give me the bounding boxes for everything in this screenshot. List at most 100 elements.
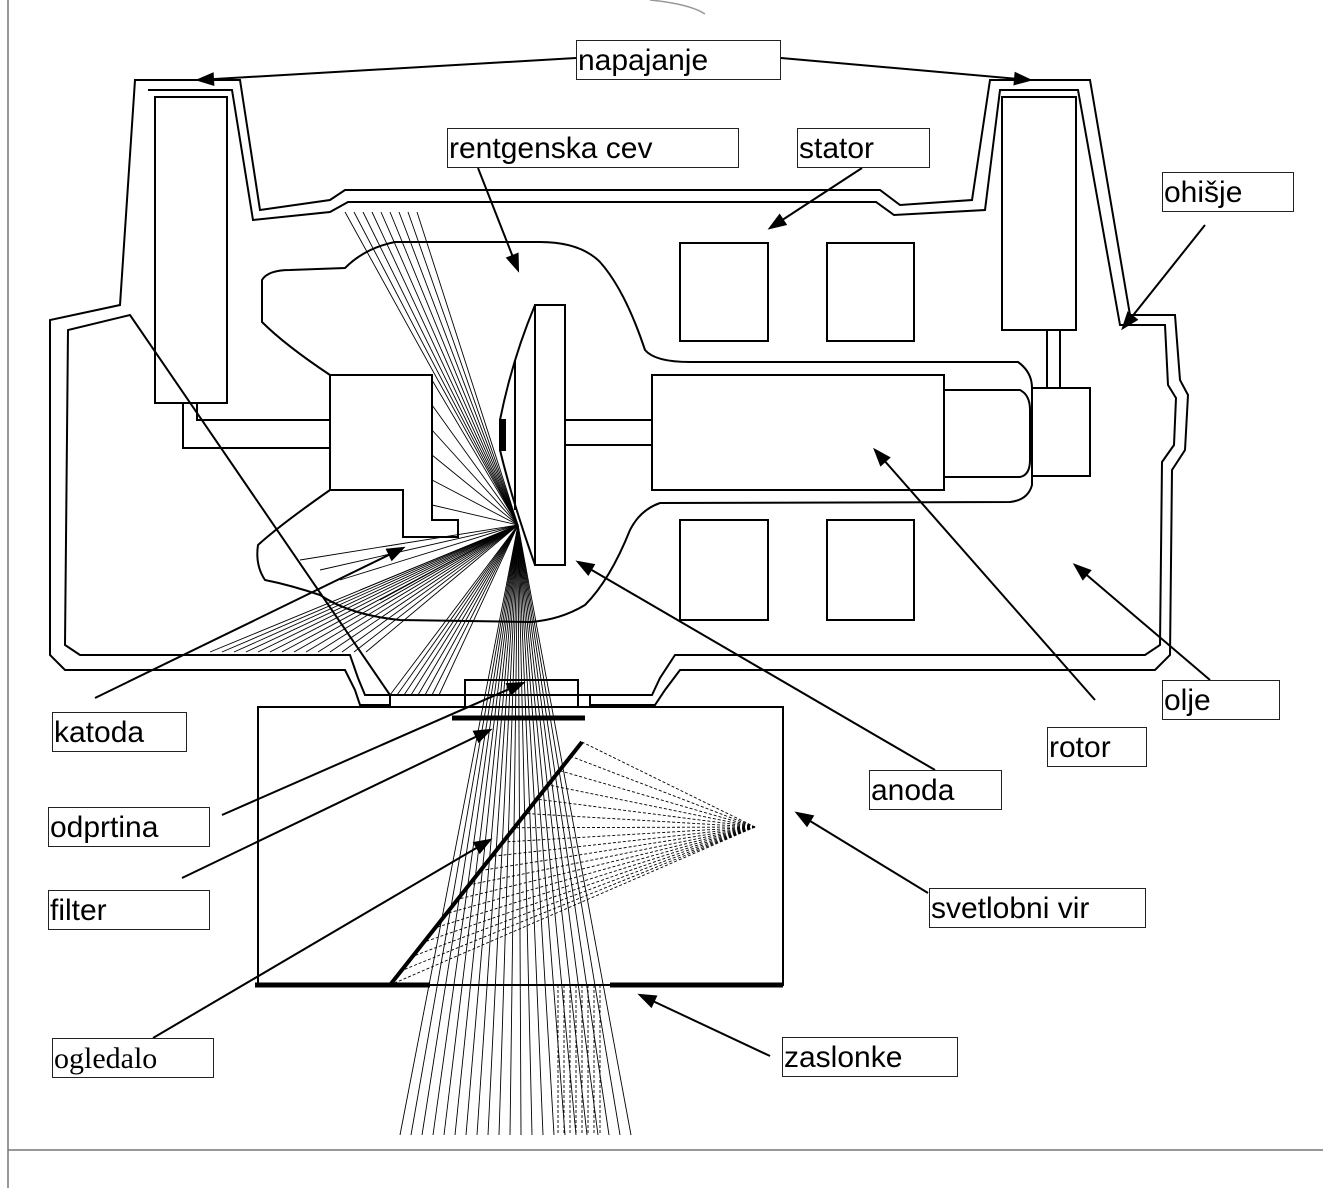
leader-napajanje-right bbox=[780, 57, 1031, 81]
ray-line bbox=[443, 524, 519, 1136]
ray-line bbox=[465, 524, 519, 1136]
housing-inner-wall bbox=[63, 89, 1178, 696]
ray-line bbox=[410, 524, 519, 696]
ray-line bbox=[517, 524, 555, 1136]
ray-line bbox=[396, 524, 519, 696]
leader-olje-head bbox=[1072, 563, 1092, 581]
label-napajanje: napajanje bbox=[576, 40, 781, 80]
ray-line bbox=[407, 211, 519, 526]
ray-line bbox=[233, 524, 519, 653]
cathode-block bbox=[329, 374, 459, 538]
light-ray-line bbox=[446, 826, 756, 914]
light-ray-line bbox=[570, 755, 756, 828]
leader-odprtina bbox=[221, 682, 524, 816]
leader-katoda-head bbox=[385, 546, 406, 562]
ray-line bbox=[353, 211, 519, 526]
ray-line bbox=[344, 211, 519, 526]
label-svetlobni-vir: svetlobni vir bbox=[929, 888, 1146, 928]
ray-line bbox=[329, 524, 519, 653]
leader-filter bbox=[181, 729, 491, 879]
xray-beam bbox=[389, 524, 632, 1136]
light-ray-line bbox=[559, 770, 756, 828]
leader-rotor bbox=[874, 449, 1096, 701]
cathode-connector bbox=[182, 403, 330, 449]
ray-line bbox=[517, 524, 632, 1136]
ray-line bbox=[389, 524, 519, 696]
page-curl bbox=[649, 0, 706, 15]
ray-line bbox=[221, 524, 519, 653]
light-ray-line bbox=[457, 826, 756, 900]
leader-odprtina-head bbox=[505, 681, 526, 696]
ray-line bbox=[371, 211, 519, 526]
ray-line bbox=[517, 524, 599, 1136]
ray-line bbox=[431, 504, 519, 526]
ray-line bbox=[379, 524, 519, 601]
anode-disc-body bbox=[534, 304, 566, 566]
light-ray-line bbox=[435, 826, 756, 929]
ray-line bbox=[416, 211, 519, 526]
light-ray-line bbox=[480, 826, 756, 872]
light-ray-line bbox=[412, 826, 756, 957]
ray-line bbox=[389, 211, 519, 526]
ray-line bbox=[403, 524, 519, 696]
leader-ogledalo-head bbox=[472, 838, 493, 855]
ray-line bbox=[498, 524, 519, 1136]
ray-line bbox=[517, 524, 577, 1136]
ray-line bbox=[305, 524, 519, 653]
ray-line bbox=[319, 524, 519, 571]
ray-line bbox=[431, 454, 519, 526]
label-rotor: rotor bbox=[1047, 727, 1147, 767]
focal-track bbox=[499, 419, 506, 451]
leader-napajanje-left-head bbox=[195, 72, 215, 86]
label-stator: stator bbox=[797, 128, 930, 168]
ray-line bbox=[454, 524, 519, 1136]
label-olje: olje bbox=[1162, 680, 1280, 720]
ray-line bbox=[257, 524, 519, 653]
light-ray-line bbox=[536, 798, 756, 828]
ray-line bbox=[517, 524, 621, 1136]
tube-envelope bbox=[256, 241, 1033, 624]
label-filter: filter bbox=[48, 890, 210, 930]
leader-zaslonke bbox=[639, 994, 771, 1057]
stator-coil-bottom-left bbox=[679, 519, 769, 621]
leader-svetlobni-vir bbox=[796, 812, 929, 894]
leader-zaslonke-head bbox=[637, 993, 658, 1009]
ray-line bbox=[431, 524, 519, 696]
light-ray-line bbox=[548, 784, 756, 828]
rotor-terminal bbox=[1031, 387, 1091, 477]
leader-anoda bbox=[577, 561, 936, 771]
label-leaders bbox=[94, 57, 1211, 1057]
light-ray-line bbox=[389, 826, 756, 986]
label-katoda: katoda bbox=[52, 712, 187, 752]
ray-line bbox=[317, 524, 519, 653]
housing bbox=[49, 79, 1190, 706]
ray-line bbox=[359, 524, 519, 591]
ray-line bbox=[517, 524, 533, 1136]
leader-rentgenska-cev-head bbox=[505, 252, 520, 273]
light-ray-line bbox=[514, 826, 756, 829]
ray-line bbox=[417, 524, 519, 696]
ray-line bbox=[431, 429, 519, 526]
ray-line bbox=[431, 479, 519, 526]
ray-line bbox=[438, 524, 519, 696]
ray-line bbox=[353, 524, 519, 653]
leader-ohisje-head bbox=[1121, 311, 1139, 331]
stator-coil-bottom-right bbox=[826, 519, 915, 621]
rotor-bearing bbox=[944, 389, 1031, 478]
leader-katoda bbox=[94, 547, 404, 699]
leader-ogledalo bbox=[152, 839, 491, 1039]
ray-line bbox=[293, 524, 519, 653]
light-fan bbox=[389, 741, 756, 1135]
leader-stator-head bbox=[767, 213, 788, 230]
light-ray-line bbox=[581, 741, 756, 828]
label-odprtina: odprtina bbox=[48, 807, 210, 847]
ray-line bbox=[269, 524, 519, 653]
ray-line bbox=[424, 524, 519, 696]
light-ray-line bbox=[525, 813, 756, 828]
label-zaslonke: zaslonke bbox=[782, 1037, 958, 1077]
xray-fan-upper bbox=[344, 211, 519, 526]
ray-line bbox=[517, 524, 522, 1136]
ray-line bbox=[517, 524, 588, 1136]
rotor-connector bbox=[1046, 330, 1061, 388]
